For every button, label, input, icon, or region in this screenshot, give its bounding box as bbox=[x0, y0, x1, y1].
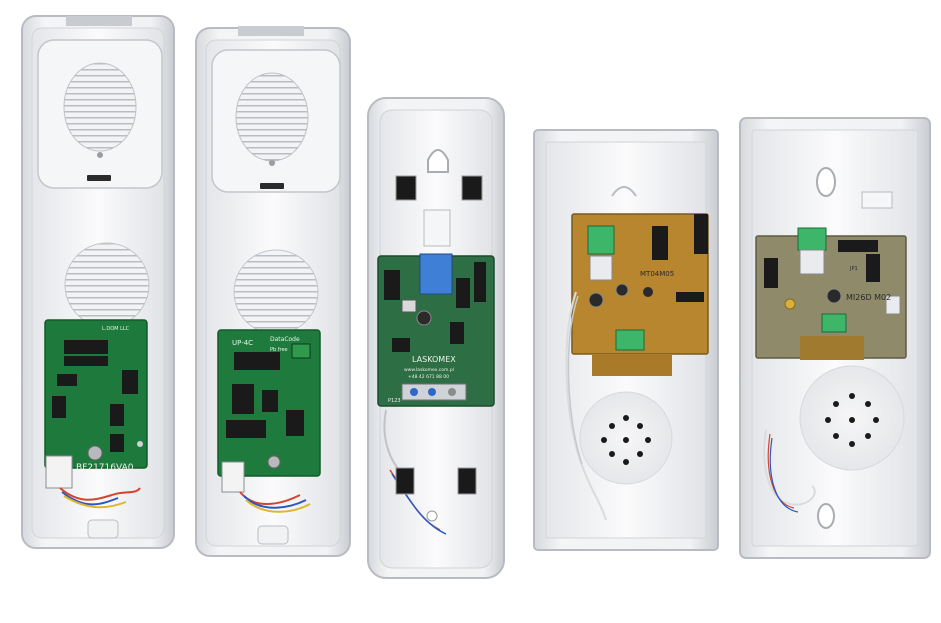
board-2-brand: DataCode bbox=[270, 336, 300, 343]
mic-grille bbox=[233, 249, 319, 335]
board-3-web: www.laskomex.com.pl bbox=[404, 367, 454, 373]
earpiece-grille bbox=[235, 72, 309, 162]
circuit-board-4: MT04M05 bbox=[571, 213, 709, 355]
circuit-board-1: BF21716VA0 L.DOM LLC bbox=[44, 319, 148, 489]
handset-4: MT04M05 bbox=[533, 129, 719, 551]
handset-2: UP-4C DataCode Pb free bbox=[195, 26, 351, 557]
handset-1: BF21716VA0 L.DOM LLC bbox=[21, 15, 175, 549]
board-3-phone: +48 42 671 88 00 bbox=[408, 374, 449, 380]
handset-5: MI26D M02 JP1 bbox=[739, 117, 931, 559]
handset-3: LASKOMEX www.laskomex.com.pl +48 42 671 … bbox=[367, 97, 505, 579]
board-5-model: MI26D M02 bbox=[846, 293, 891, 302]
board-3-part: P123 bbox=[388, 398, 401, 404]
circuit-board-3: LASKOMEX www.laskomex.com.pl +48 42 671 … bbox=[377, 253, 495, 407]
board-1-brand: L.DOM LLC bbox=[102, 326, 130, 332]
circuit-board-2: UP-4C DataCode Pb free bbox=[217, 329, 321, 493]
circuit-board-5: MI26D M02 JP1 bbox=[755, 227, 907, 359]
board-2-note: Pb free bbox=[270, 347, 288, 353]
board-1-model: BF21716VA0 bbox=[76, 463, 134, 473]
mic-grille bbox=[64, 242, 150, 328]
board-3-brand: LASKOMEX bbox=[412, 355, 456, 364]
board-4-model: MT04M05 bbox=[640, 270, 674, 278]
board-5-jumper: JP1 bbox=[849, 266, 858, 272]
earpiece-grille bbox=[63, 62, 137, 152]
board-2-model: UP-4C bbox=[232, 339, 253, 347]
